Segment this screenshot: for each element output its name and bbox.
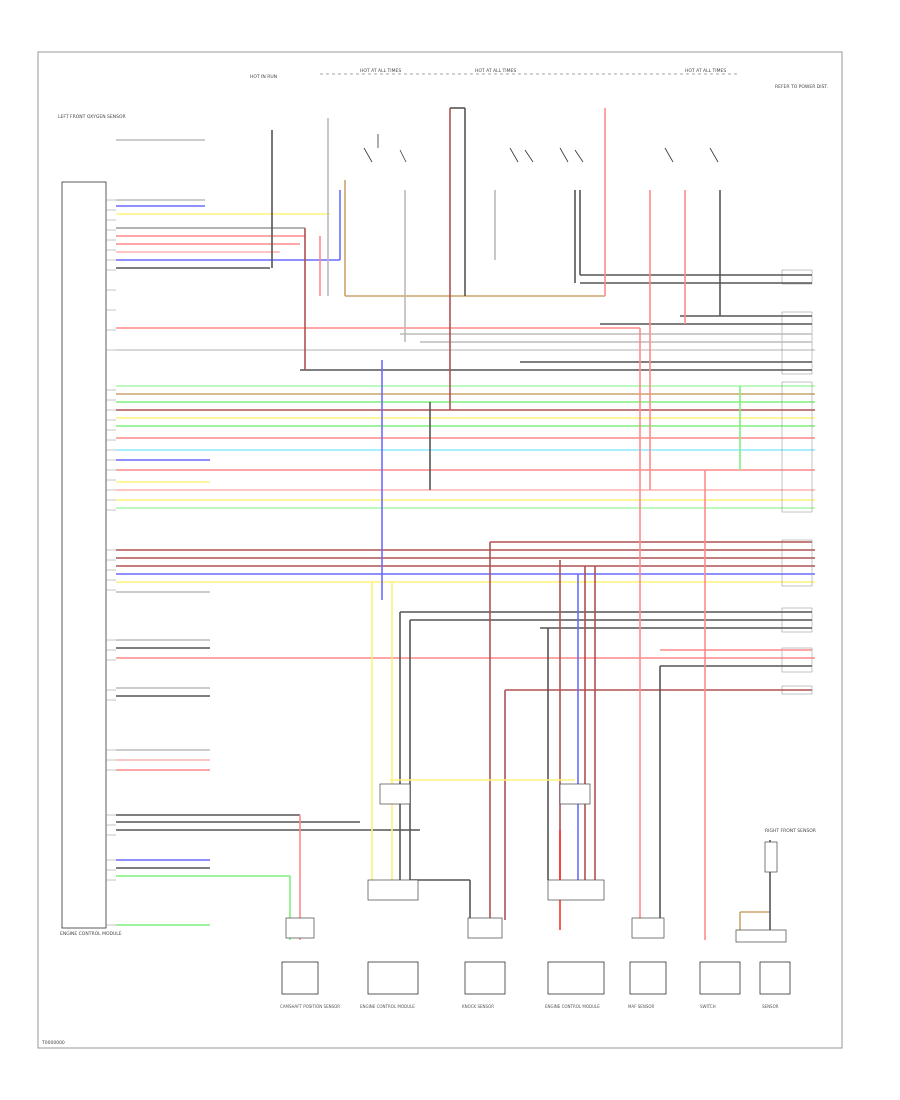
label-bottom-2: ENGINE CONTROL MODULE (360, 1004, 415, 1009)
component-maf-sensor (629, 961, 667, 995)
label-right-front-sensor: RIGHT FRONT SENSOR (765, 828, 816, 834)
ecm-wires-bus (116, 385, 815, 509)
ecm-pin-ticks (106, 199, 116, 926)
bottom-components (281, 961, 791, 995)
ecm-wires-middle (116, 549, 815, 926)
component-switch (699, 961, 741, 995)
component-ecm-right (547, 961, 605, 995)
label-bottom-4: ENGINE CONTROL MODULE (545, 1004, 600, 1009)
label-bottom-1: CAMSHAFT POSITION SENSOR (280, 1004, 340, 1009)
label-left-front-oxygen-sensor: LEFT FRONT OXYGEN SENSOR (58, 114, 126, 120)
vertical-wires (271, 107, 771, 940)
label-bottom-3: KNOCK SENSOR (462, 1004, 494, 1009)
label-bottom-6: SWITCH (700, 1004, 716, 1009)
label-hot-at-all-times-2: HOT AT ALL TIMES (475, 68, 516, 74)
label-hot-in-run: HOT IN RUN (250, 74, 277, 80)
top-switches (363, 134, 719, 163)
label-hot-at-all-times-1: HOT AT ALL TIMES (360, 68, 401, 74)
component-knock-sensor (464, 961, 506, 995)
component-ecm-left (367, 961, 419, 995)
label-power-dist: REFER TO POWER DIST. (775, 84, 828, 90)
label-bottom-5: MAF SENSOR (628, 1004, 655, 1009)
right-side-pins (781, 269, 813, 695)
diagram-frame (37, 51, 843, 1049)
right-side-wires (300, 274, 812, 691)
label-diagram-id: T0000000 (41, 1040, 65, 1046)
label-bottom-7: SENSOR (762, 1004, 779, 1009)
label-ecm: ENGINE CONTROL MODULE (60, 931, 122, 937)
bottom-connectors (285, 783, 787, 943)
component-sensor (759, 961, 791, 995)
ecm-wires-upper (116, 139, 815, 351)
label-hot-at-all-times-3: HOT AT ALL TIMES (685, 68, 726, 74)
component-camshaft-sensor (281, 961, 319, 995)
ecm-connector-block (61, 181, 107, 929)
